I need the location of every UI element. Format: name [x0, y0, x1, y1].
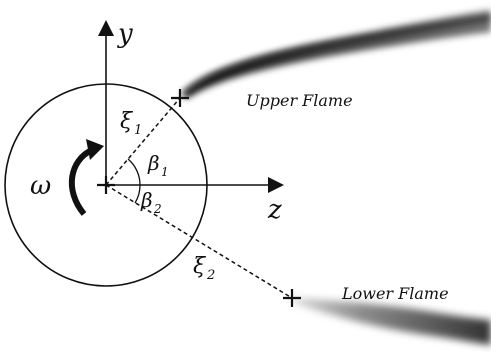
beta1-arc [127, 158, 141, 186]
xi2-subscript: 2 [206, 268, 215, 283]
xi2-symbol: ξ [193, 254, 207, 279]
beta1-symbol: β [147, 151, 160, 175]
beta2-label: β 2 [140, 188, 162, 216]
rotation-arrow-icon [68, 139, 104, 216]
upper-dashed-line [105, 97, 181, 186]
z-axis-label: z [267, 195, 282, 225]
xi1-label: ξ 1 [120, 109, 142, 138]
xi2-label: ξ 2 [193, 254, 215, 283]
omega-label: ω [30, 171, 51, 201]
xi1-symbol: ξ [120, 109, 134, 134]
lower-dashed-line [105, 184, 293, 299]
beta2-symbol: β [140, 188, 153, 212]
upper-separation-marker [171, 89, 189, 107]
beta1-subscript: 1 [161, 165, 169, 179]
beta2-arc [134, 184, 141, 204]
upper-flame-shape [181, 10, 491, 99]
upper-flame-label: Upper Flame [246, 91, 353, 110]
lower-flame-label: Lower Flame [341, 284, 449, 303]
y-axis-label: y [117, 19, 133, 49]
lower-separation-marker [283, 289, 301, 307]
lower-flame-shape [292, 298, 491, 345]
beta1-label: β 1 [147, 151, 169, 179]
xi1-subscript: 1 [134, 123, 142, 138]
beta2-subscript: 2 [153, 202, 162, 216]
